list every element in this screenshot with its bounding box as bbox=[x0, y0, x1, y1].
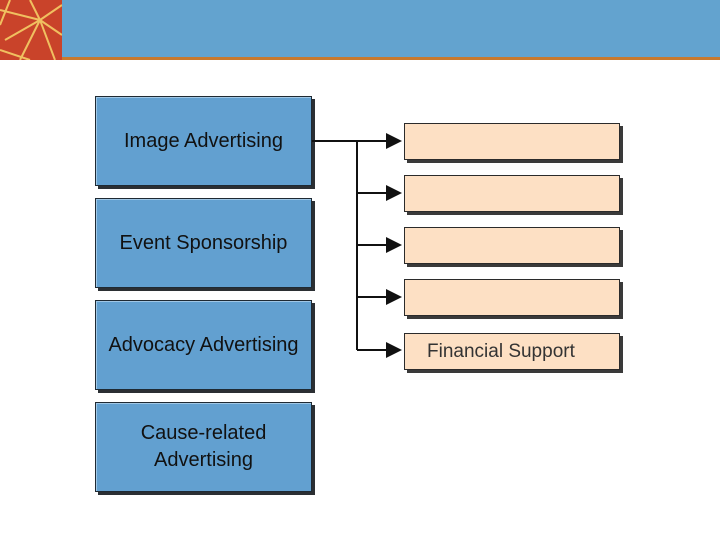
left-box-cause-related-advertising: Cause-related Advertising bbox=[95, 402, 312, 492]
logo-starburst-icon bbox=[0, 0, 62, 60]
left-box-event-sponsorship: Event Sponsorship bbox=[95, 198, 312, 288]
left-box-label: Cause-related Advertising bbox=[140, 422, 267, 471]
logo bbox=[0, 0, 62, 60]
header-bar bbox=[0, 0, 720, 60]
left-box-image-advertising: Image Advertising bbox=[95, 96, 312, 186]
right-box-1 bbox=[404, 123, 620, 160]
left-box-label: Image Advertising bbox=[124, 129, 283, 152]
left-box-label: Event Sponsorship bbox=[119, 231, 288, 254]
right-box-financial-support: Financial Support bbox=[404, 333, 620, 370]
left-box-label: Advocacy Advertising bbox=[108, 333, 299, 356]
right-box-label: Financial Support bbox=[427, 340, 575, 362]
right-box-4 bbox=[404, 279, 620, 316]
right-box-3 bbox=[404, 227, 620, 264]
left-box-advocacy-advertising: Advocacy Advertising bbox=[95, 300, 312, 390]
right-box-2 bbox=[404, 175, 620, 212]
